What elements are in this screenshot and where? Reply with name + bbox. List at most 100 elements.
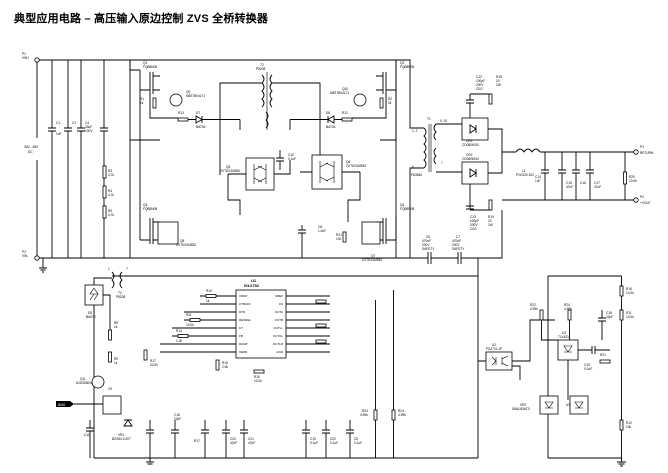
svg-text:1uF: 1uF [535,179,541,183]
isl6752-body [235,289,287,359]
svg-text:Q5: Q5 [226,165,230,169]
svg-text:4.99k: 4.99k [360,413,368,417]
svg-text:D8: D8 [326,111,330,115]
svg-text:C17: C17 [594,181,600,185]
svg-text:4.7k: 4.7k [108,213,114,217]
svg-text:10.0k: 10.0k [186,323,194,327]
svg-text:C0G: C0G [470,227,477,231]
svg-text:U2: U2 [492,343,496,347]
q2-highside: Q2 FQB8N08 R2 2k Q10 MBT3904LT1 R12 D8 B… [130,59,414,129]
power-transformer: T1 1, 2 9, 10 6 7 PA3846 [396,59,447,259]
svg-text:R1: R1 [140,97,144,101]
vin-range: 36V - 48V [24,145,39,149]
terminal-p3 [633,149,639,155]
ic-pin-ramp: RAMP [239,342,248,346]
svg-text:CR1: CR1 [466,139,473,143]
svg-text:C1: C1 [56,121,60,125]
svg-text:R17: R17 [150,359,156,363]
ic-part: ISL6752 [244,283,260,288]
svg-text:Q8: Q8 [180,239,184,243]
svg-text:Q2: Q2 [400,61,404,65]
svg-text:100: 100 [336,237,342,241]
svg-text:C10: C10 [288,153,294,157]
p1-sub: VIN+ [22,56,29,60]
svg-text:0.1uF: 0.1uF [584,367,592,371]
svg-text:R16: R16 [254,375,260,379]
ic-pin-vref: VREF [275,294,283,298]
ctrl-resistors: R10 1k R11 10.0k R14 1.0k R15 2.0k R16 1… [143,289,327,383]
svg-text:Q4: Q4 [400,203,404,207]
svg-text:P3: P3 [640,145,644,149]
svg-text:100pF: 100pF [470,219,479,223]
svg-text:20.0k: 20.0k [150,363,158,367]
svg-text:R19: R19 [488,215,494,219]
svg-text:Q7: Q7 [371,254,375,258]
svg-text:U3: U3 [566,403,570,407]
svg-text:7: 7 [441,161,443,165]
schematic-title: 典型应用电路 – 高压输入原边控制 ZVS 全桥转换器 [14,13,269,25]
svg-text:4.7k: 4.7k [108,193,114,197]
svg-text:R8: R8 [114,321,118,325]
svg-text:1W: 1W [496,83,501,87]
output-filter: C14 1uF C15 47uF C16 C17 47uF R20 10.0k … [502,145,654,205]
svg-text:C13: C13 [470,215,476,219]
svg-text:4.99k: 4.99k [564,307,572,311]
svg-text:1k: 1k [114,325,118,329]
svg-text:2k: 2k [388,101,392,105]
svg-text:200V: 200V [452,243,460,247]
safety-caps: C6 470nF 200V SAFETY C7 470nF 200V SAFET… [396,210,503,264]
feedback-section: U2 PS2701-1P R22 4.99k R24 4.99k R16 10.… [478,275,634,459]
svg-text:1k: 1k [140,101,144,105]
svg-text:2.0k: 2.0k [222,365,228,369]
svg-text:R23: R23 [362,409,368,413]
svg-text:R12: R12 [342,111,348,115]
svg-text:PS2701-1P: PS2701-1P [486,347,502,351]
svg-text:PG0120.102: PG0120.102 [516,173,534,177]
svg-text:ZXTDS1M832: ZXTDS1M832 [220,169,240,173]
svg-text:C5: C5 [354,437,358,441]
svg-text:C21: C21 [248,437,254,441]
p2-label: P2 [22,250,26,254]
svg-text:6: 6 [412,165,414,169]
svg-text:47pF: 47pF [248,441,255,445]
svg-text:T2: T2 [118,291,122,295]
svg-text:BAT54: BAT54 [326,125,336,129]
svg-text:FQB8N08: FQB8N08 [400,207,414,211]
ic-pin-cs: CS [279,302,283,306]
svg-text:C7: C7 [456,235,460,239]
svg-text:R13: R13 [178,111,184,115]
ic-pin-resdel: RESDEL [239,318,251,322]
svg-text:10.0k: 10.0k [629,179,637,183]
svg-text:CR2: CR2 [466,153,473,157]
svg-text:P8208: P8208 [256,67,265,71]
svg-text:+VOUT: +VOUT [640,201,651,205]
svg-text:0.1uF: 0.1uF [330,441,338,445]
svg-text:C11: C11 [84,433,90,437]
svg-text:200V: 200V [476,83,484,87]
svg-text:R21: R21 [336,233,342,237]
svg-text:1, 2: 1, 2 [412,129,418,133]
svg-text:0.1uF: 0.1uF [354,441,362,445]
svg-text:Q6: Q6 [346,160,350,164]
terminal-p4 [633,197,639,203]
ic-pin-ct: CT [239,326,243,330]
svg-text:R24: R24 [564,303,570,307]
terminal-p1 [34,57,40,63]
gate-transformer: T2 P8208 [219,63,321,175]
svg-text:FQB8N08: FQB8N08 [400,65,414,69]
svg-text:R15: R15 [222,361,228,365]
svg-text:C8: C8 [318,225,322,229]
svg-text:MBT3904LT1: MBT3904LT1 [186,94,205,98]
ic-pin-outlr: OUTLR [273,342,284,346]
svg-text:FQB8N08: FQB8N08 [143,65,157,69]
p2-sub: VIN- [22,254,28,258]
svg-text:R12: R12 [626,421,632,425]
svg-text:ZXTDS1M832: ZXTDS1M832 [362,258,382,262]
svg-text:R11: R11 [626,311,632,315]
svg-text:MBT3904LT1: MBT3904LT1 [330,91,349,95]
output-inductor: L1 PG0120.102 [515,148,634,177]
svg-text:ZXTDS1M832: ZXTDS1M832 [176,243,196,247]
